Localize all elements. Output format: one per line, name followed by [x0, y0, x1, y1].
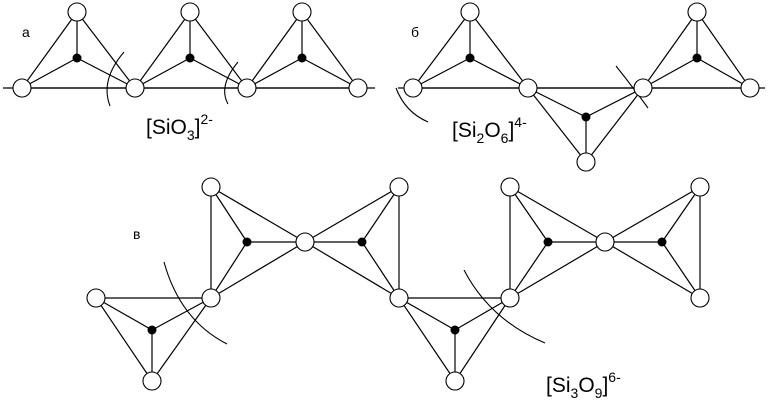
panel-label-a: а: [22, 24, 30, 40]
oxygen-atom: [389, 177, 409, 197]
oxygen-atom: [389, 288, 409, 308]
silicon-atom: [450, 325, 460, 335]
formula-b: [Si2O6]4-: [452, 114, 527, 146]
oxygen-atom: [142, 371, 162, 391]
tetrahedron-outline: [20, 10, 137, 89]
oxygen-atom: [295, 232, 315, 252]
oxygen-atom: [348, 78, 368, 98]
panel-label-b: б: [411, 24, 419, 40]
tetrahedron-outline: [245, 10, 360, 89]
oxygen-atom: [690, 177, 710, 197]
formula-v: [Si3O9]6-: [546, 369, 621, 401]
oxygen-atom: [687, 2, 707, 22]
panel-v-chain: [86, 177, 710, 391]
tetrahedron-outline: [641, 10, 752, 89]
oxygen-atom: [576, 152, 596, 172]
silicon-atom: [357, 237, 367, 247]
oxygen-atom: [12, 78, 32, 98]
oxygen-atom: [180, 2, 200, 22]
oxygen-atom: [67, 2, 87, 22]
chain-cut-mark: [395, 87, 429, 123]
silicon-atom: [297, 53, 307, 63]
silicon-atom: [242, 237, 252, 247]
chain-cut-mark: [615, 65, 649, 109]
oxygen-atom: [690, 288, 710, 308]
oxygen-atom: [500, 177, 520, 197]
oxygen-atom: [201, 177, 221, 197]
oxygen-atom: [518, 78, 538, 98]
tetrahedron-outline: [397, 297, 512, 383]
panel-b-chain: [395, 2, 765, 172]
oxygen-atom: [595, 232, 615, 252]
chain-cut-mark: [224, 61, 239, 105]
oxygen-atom: [403, 78, 423, 98]
tetrahedron-outline: [133, 10, 249, 89]
oxygen-atom: [86, 288, 106, 308]
silicon-atom: [543, 237, 553, 247]
chain-cut-mark: [163, 261, 228, 345]
panel-a-chain: [3, 2, 375, 107]
silicon-atom: [147, 325, 157, 335]
formula-a: [SiO3]2-: [146, 111, 213, 143]
oxygen-atom: [125, 78, 145, 98]
panel-label-v: в: [133, 226, 140, 242]
oxygen-atom: [445, 371, 465, 391]
oxygen-atom: [500, 288, 520, 308]
silicon-atom: [581, 112, 591, 122]
oxygen-atom: [740, 78, 760, 98]
tetrahedron-outline: [526, 87, 645, 163]
oxygen-atom: [460, 2, 480, 22]
silicon-atom: [465, 53, 475, 63]
silicon-atom: [185, 53, 195, 63]
oxygen-atom: [201, 288, 221, 308]
tetrahedron-outline: [411, 11, 530, 89]
silicon-atom: [692, 53, 702, 63]
tetrahedron-outline: [94, 297, 213, 383]
silicon-atom: [657, 237, 667, 247]
silicon-atom: [72, 53, 82, 63]
chain-cut-mark: [463, 269, 546, 344]
oxygen-atom: [292, 2, 312, 22]
oxygen-atom: [633, 78, 653, 98]
chain-cut-mark: [106, 51, 125, 107]
oxygen-atom: [237, 78, 257, 98]
